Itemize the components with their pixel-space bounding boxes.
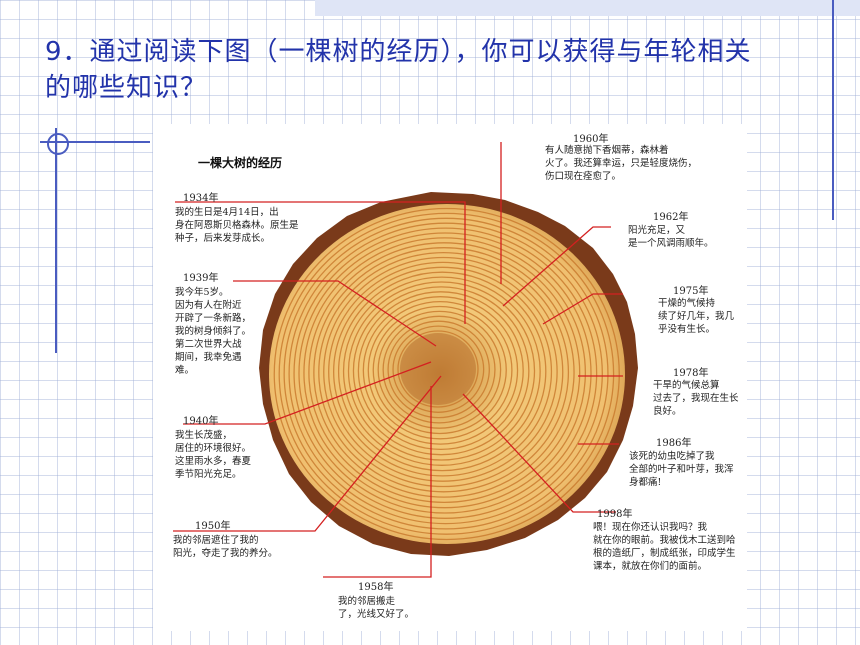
note-1939-line: 第二次世界大战 xyxy=(175,339,242,350)
year-1978: 1978年 xyxy=(673,368,709,379)
growth-ring xyxy=(342,276,541,466)
note-1998-line: 喂！现在你还认识我吗？我 xyxy=(593,522,708,533)
note-1975-line: 乎没有生长。 xyxy=(658,324,716,335)
note-1962-line: 是一个风调雨顺年。 xyxy=(628,238,714,249)
growth-ring xyxy=(382,315,496,424)
growth-ring xyxy=(377,310,502,429)
year-1939: 1939年 xyxy=(183,273,219,284)
year-1958: 1958年 xyxy=(358,582,394,593)
note-1958-line: 了，光线又好了。 xyxy=(338,609,415,620)
growth-ring xyxy=(283,217,609,530)
note-1960-line: 伤口现在痊愈了。 xyxy=(545,171,622,182)
growth-ring xyxy=(332,266,553,477)
note-1975: 干燥的气候持 续了好几年，我几 乎没有生长。 xyxy=(658,297,746,336)
left-accent-vline xyxy=(55,128,57,353)
left-accent-hline xyxy=(40,141,150,143)
growth-rings xyxy=(273,207,620,541)
note-1958: 我的邻居搬走 了，光线又好了。 xyxy=(338,595,448,621)
note-1934-line: 身在阿恩斯贝格森林。原生是 xyxy=(175,220,299,231)
note-1998-line: 根的造纸厂，制成纸张，印成学生 xyxy=(593,548,736,559)
note-1940-line: 季节阳光充足。 xyxy=(175,469,242,480)
year-1986: 1986年 xyxy=(656,438,692,449)
note-1960-line: 有人随意抛下香烟蒂，森林着 xyxy=(545,145,669,156)
note-1986-line: 该死的幼虫吃掉了我 xyxy=(629,451,715,462)
year-1940: 1940年 xyxy=(183,416,219,427)
note-1958-line: 我的邻居搬走 xyxy=(338,596,396,607)
figure-title: 一棵大树的经历 xyxy=(198,156,283,170)
note-1986-line: 全部的叶子和叶芽，我浑 xyxy=(629,464,734,475)
growth-ring xyxy=(328,261,558,482)
growth-ring xyxy=(352,286,530,456)
top-accent-band xyxy=(315,0,860,16)
note-1939-line: 难。 xyxy=(175,365,195,376)
growth-ring xyxy=(372,305,507,435)
growth-ring xyxy=(273,207,620,541)
note-1939-line: 因为有人在附近 xyxy=(175,300,242,311)
note-1950-line: 我的邻居遮住了我的 xyxy=(173,535,259,546)
note-1986-line: 身都痛! xyxy=(629,477,662,488)
note-1950-line: 阳光，夺走了我的养分。 xyxy=(173,548,278,559)
growth-ring xyxy=(318,251,570,493)
circle-ornament xyxy=(47,133,69,155)
note-1934: 我的生日是4月14日，出 身在阿恩斯贝格森林。原生是 种子，后来发芽成长。 xyxy=(175,206,320,245)
right-accent-line xyxy=(832,0,834,220)
growth-ring xyxy=(303,237,586,509)
growth-ring xyxy=(313,247,575,498)
note-1934-line: 种子，后来发芽成长。 xyxy=(175,233,271,244)
year-1998: 1998年 xyxy=(597,509,633,520)
note-1978-line: 过去了，我现在生长 xyxy=(653,393,739,404)
note-1950: 我的邻居遮住了我的 阳光，夺走了我的养分。 xyxy=(173,534,323,560)
growth-ring xyxy=(288,222,603,525)
year-1934: 1934年 xyxy=(183,193,219,204)
year-1960: 1960年 xyxy=(573,134,609,145)
note-1960-line: 火了。我还算幸运，只是轻度烧伤， xyxy=(545,158,698,169)
note-1960: 有人随意抛下香烟蒂，森林着 火了。我还算幸运，只是轻度烧伤， 伤口现在痊愈了。 xyxy=(545,144,740,183)
growth-ring xyxy=(337,271,547,472)
growth-ring xyxy=(308,242,581,504)
pith-core xyxy=(400,333,476,405)
growth-ring xyxy=(367,300,513,440)
note-1975-line: 续了好几年，我几 xyxy=(658,311,735,322)
year-1962: 1962年 xyxy=(653,212,689,223)
note-1978: 干旱的气候总算 过去了，我现在生长 良好。 xyxy=(653,379,746,418)
note-1940-line: 居住的环境很好。 xyxy=(175,443,252,454)
growth-ring xyxy=(278,212,615,535)
note-1978-line: 干旱的气候总算 xyxy=(653,380,720,391)
note-1939-line: 开辟了一条新路， xyxy=(175,313,252,324)
tree-cross-section-image xyxy=(173,142,638,578)
growth-ring xyxy=(392,325,485,413)
note-1939-line: 我的树身倾斜了。 xyxy=(175,326,252,337)
note-1940-line: 我生长茂盛， xyxy=(175,430,233,441)
note-1975-line: 干燥的气候持 xyxy=(658,298,716,309)
question-line-2: 的哪些知识？ xyxy=(45,73,208,103)
question-text: 9．通过阅读下图（一棵树的经历），你可以获得与年轮相关 的哪些知识？ xyxy=(45,34,825,106)
growth-ring xyxy=(362,296,519,445)
year-1975: 1975年 xyxy=(673,286,709,297)
growth-ring xyxy=(298,232,592,514)
growth-ring xyxy=(397,330,479,408)
note-1939-line: 期间，我幸免遇 xyxy=(175,352,242,363)
note-1939: 我今年5岁。 因为有人在附近 开辟了一条新路， 我的树身倾斜了。 第二次世界大战… xyxy=(175,286,270,377)
growth-ring xyxy=(293,227,598,519)
question-line-1: 9．通过阅读下图（一棵树的经历），你可以获得与年轮相关 xyxy=(45,37,752,67)
note-1978-line: 良好。 xyxy=(653,406,682,417)
year-1950: 1950年 xyxy=(195,521,231,532)
growth-ring xyxy=(323,256,564,488)
growth-ring xyxy=(347,281,536,461)
growth-ring xyxy=(357,291,524,451)
note-1940: 我生长茂盛， 居住的环境很好。 这里雨水多，春夏 季节阳光充足。 xyxy=(175,429,270,481)
tree-ring-figure: 一棵大树的经历 1934年 我的生日是4月14日，出 身在阿恩斯贝格森林。原生是… xyxy=(153,124,747,631)
leader-lines xyxy=(173,142,623,578)
note-1998-line: 就在你的眼前。我被伐木工送到哈 xyxy=(593,535,736,546)
note-1962: 阳光充足，又 是一个风调雨顺年。 xyxy=(628,224,743,250)
growth-ring xyxy=(387,320,490,419)
note-1940-line: 这里雨水多，春夏 xyxy=(175,456,252,467)
note-1998: 喂！现在你还认识我吗？我 就在你的眼前。我被伐木工送到哈 根的造纸厂，制成纸张，… xyxy=(593,521,745,573)
note-1998-line: 课本，就放在你们的面前。 xyxy=(593,561,708,572)
note-1962-line: 阳光充足，又 xyxy=(628,225,686,236)
note-1986: 该死的幼虫吃掉了我 全部的叶子和叶芽，我浑 身都痛! xyxy=(629,450,746,489)
note-1934-line: 我的生日是4月14日，出 xyxy=(175,207,279,218)
note-1939-line: 我今年5岁。 xyxy=(175,287,229,298)
